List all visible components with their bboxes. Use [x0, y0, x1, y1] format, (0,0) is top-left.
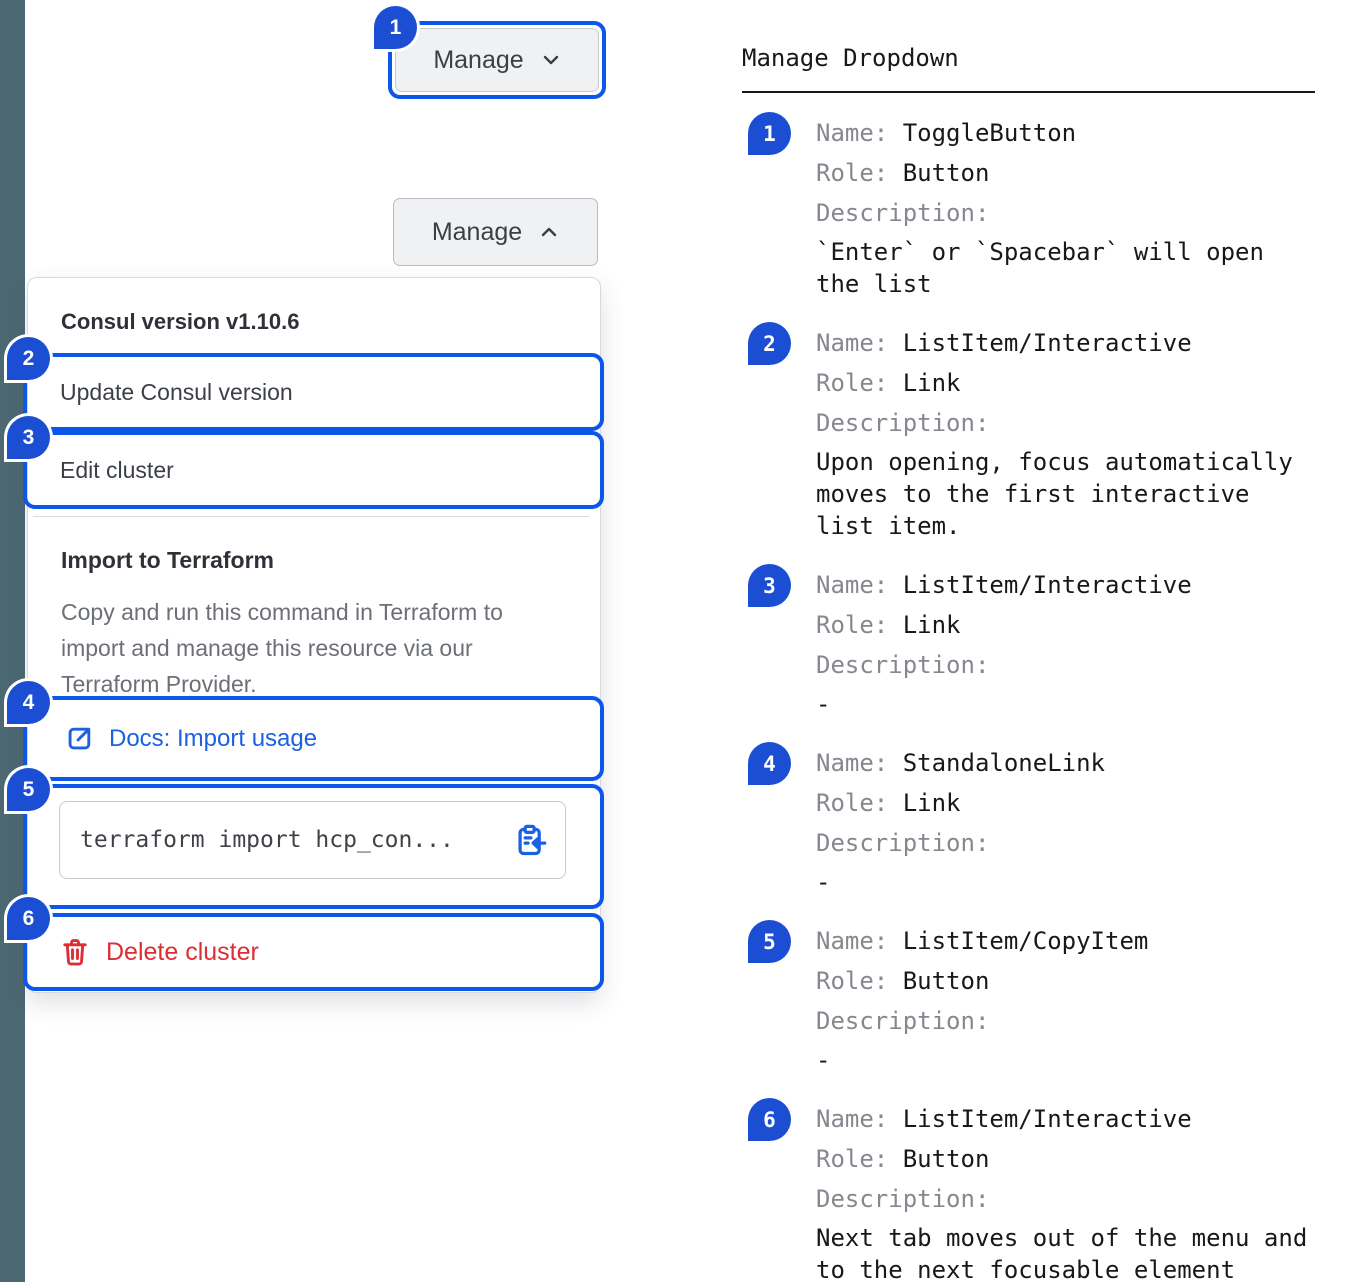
update-consul-version-item[interactable]: Update Consul version: [23, 353, 604, 431]
role-label: Role:: [816, 789, 889, 817]
doc-item-3: 3 Name: ListItem/Interactive Role: Link …: [742, 564, 1332, 720]
name-label: Name:: [816, 571, 889, 599]
name-label: Name:: [816, 329, 889, 357]
name-value: ListItem/Interactive: [902, 571, 1192, 599]
doc-item-4: 4 Name: StandaloneLink Role: Link Descri…: [742, 742, 1332, 898]
annotation-badge-4: 4: [7, 681, 50, 724]
delete-cluster-row[interactable]: Delete cluster: [27, 937, 259, 967]
doc-badge-6: 6: [748, 1098, 791, 1141]
role-label: Role:: [816, 159, 889, 187]
docs-import-usage-link[interactable]: Docs: Import usage: [27, 724, 317, 753]
role-label: Role:: [816, 967, 889, 995]
manage-toggle-button-collapsed[interactable]: Manage: [395, 28, 599, 92]
doc-item-1: 1 Name: ToggleButton Role: Button Descri…: [742, 112, 1332, 300]
description-value: -: [816, 1046, 831, 1074]
doc-badge-1: 1: [748, 112, 791, 155]
name-value: ToggleButton: [902, 119, 1077, 147]
name-label: Name:: [816, 1105, 889, 1133]
name-label: Name:: [816, 749, 889, 777]
name-value: ListItem/CopyItem: [902, 927, 1149, 955]
docs-import-usage-item[interactable]: Docs: Import usage: [23, 696, 604, 781]
name-value: ListItem/Interactive: [902, 1105, 1192, 1133]
annotation-badge-1: 1: [374, 6, 417, 49]
clipboard-copy-icon: [518, 824, 547, 856]
chevron-up-icon: [541, 227, 557, 237]
description-label: Description:: [816, 829, 990, 857]
doc-item-2: 2 Name: ListItem/Interactive Role: Link …: [742, 322, 1332, 542]
description-value: Upon opening, focus automatically moves …: [816, 448, 1293, 540]
copy-button[interactable]: [513, 823, 547, 857]
import-to-terraform-description: Copy and run this command in Terraform t…: [61, 599, 503, 697]
manage-toggle-button-expanded[interactable]: Manage: [393, 198, 598, 266]
dropdown-divider: [33, 516, 589, 517]
copy-snippet-item: [23, 784, 604, 909]
manage-toggle-label: Manage: [431, 217, 523, 246]
description-value: -: [816, 868, 831, 896]
description-label: Description:: [816, 409, 990, 437]
role-label: Role:: [816, 1145, 889, 1173]
role-value: Button: [902, 1145, 990, 1173]
doc-badge-3: 3: [748, 564, 791, 607]
description-label: Description:: [816, 1185, 990, 1213]
description-value: `Enter` or `Spacebar` will open the list: [816, 238, 1264, 298]
delete-cluster-label: Delete cluster: [106, 937, 259, 966]
annotation-badge-3: 3: [7, 416, 50, 459]
doc-item-list: 1 Name: ToggleButton Role: Button Descri…: [742, 112, 1332, 1282]
name-label: Name:: [816, 927, 889, 955]
doc-badge-4: 4: [748, 742, 791, 785]
role-label: Role:: [816, 369, 889, 397]
manage-toggle-focus-ring: Manage: [388, 21, 606, 99]
role-label: Role:: [816, 611, 889, 639]
annotation-badge-2: 2: [7, 337, 50, 380]
description-label: Description:: [816, 1007, 990, 1035]
name-value: StandaloneLink: [902, 749, 1105, 777]
external-link-icon: [68, 727, 91, 750]
delete-cluster-item[interactable]: Delete cluster: [23, 913, 604, 991]
description-label: Description:: [816, 651, 990, 679]
left-edge-strip: [0, 0, 25, 1282]
doc-item-6: 6 Name: ListItem/Interactive Role: Butto…: [742, 1098, 1332, 1282]
doc-item-5: 5 Name: ListItem/CopyItem Role: Button D…: [742, 920, 1332, 1076]
edit-cluster-label: Edit cluster: [60, 456, 174, 483]
role-value: Link: [902, 611, 961, 639]
role-value: Button: [902, 967, 990, 995]
doc-title: Manage Dropdown: [742, 44, 959, 72]
name-value: ListItem/Interactive: [902, 329, 1192, 357]
documentation-column: Manage Dropdown 1 Name: ToggleButton Rol…: [742, 0, 1332, 1282]
manage-dropdown-panel: Consul version v1.10.6 Update Consul ver…: [23, 277, 604, 993]
trash-icon: [63, 939, 87, 966]
import-to-terraform-title: Import to Terraform: [61, 547, 274, 573]
terraform-import-code-field[interactable]: terraform import hcp_con...: [59, 801, 566, 879]
doc-badge-2: 2: [748, 322, 791, 365]
update-consul-version-label: Update Consul version: [60, 378, 293, 405]
edit-cluster-item[interactable]: Edit cluster: [23, 431, 604, 509]
chevron-down-icon: [543, 55, 558, 65]
name-label: Name:: [816, 119, 889, 147]
description-value: Next tab moves out of the menu and to th…: [816, 1224, 1308, 1282]
consul-version-label: Consul version v1.10.6: [61, 309, 300, 334]
role-value: Link: [902, 369, 961, 397]
doc-badge-5: 5: [748, 920, 791, 963]
annotation-badge-6: 6: [7, 897, 50, 940]
doc-title-rule: [742, 91, 1315, 93]
terraform-import-code: terraform import hcp_con...: [80, 827, 454, 853]
docs-import-usage-label: Docs: Import usage: [109, 724, 318, 752]
description-value: -: [816, 690, 831, 718]
annotation-badge-5: 5: [7, 768, 50, 811]
role-value: Button: [902, 159, 990, 187]
description-label: Description:: [816, 199, 990, 227]
role-value: Link: [902, 789, 961, 817]
manage-toggle-label: Manage: [433, 45, 524, 74]
